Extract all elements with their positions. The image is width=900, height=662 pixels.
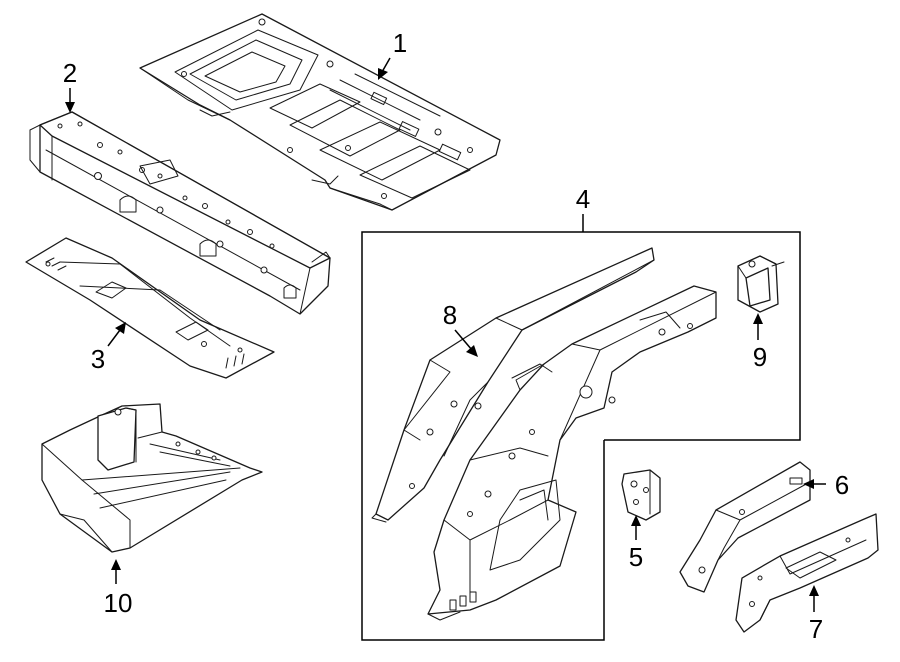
part-2-crossmember [29, 111, 331, 315]
leader-9 [753, 313, 763, 340]
callout-2: 2 [63, 58, 77, 88]
callout-9: 9 [753, 342, 767, 372]
part-1-floor-pan [139, 13, 501, 211]
callout-3: 3 [91, 344, 105, 374]
part-9-bracket [737, 255, 785, 313]
part-6-rail-extension [679, 461, 811, 593]
callout-4: 4 [576, 184, 590, 214]
callout-10: 10 [104, 588, 133, 618]
part-7-rail-extension [735, 513, 879, 633]
callout-6: 6 [835, 470, 849, 500]
leader-1 [378, 57, 391, 80]
part-3-reinforcement [25, 237, 275, 379]
callout-1: 1 [393, 28, 407, 58]
part-10-tire-well [41, 403, 263, 553]
leader-8 [454, 329, 478, 357]
leader-7 [809, 585, 819, 612]
callout-8: 8 [443, 300, 457, 330]
group-4-bracket [361, 231, 801, 641]
leader-6 [803, 479, 826, 489]
callout-7: 7 [809, 614, 823, 644]
leader-3 [107, 322, 126, 347]
part-8-rail-extension [371, 247, 655, 523]
leader-10 [111, 559, 121, 584]
callout-5: 5 [629, 542, 643, 572]
part-5-bracket [621, 469, 661, 521]
leader-2 [65, 88, 75, 113]
part-4-rear-rail [427, 285, 717, 621]
leader-5 [631, 515, 641, 540]
